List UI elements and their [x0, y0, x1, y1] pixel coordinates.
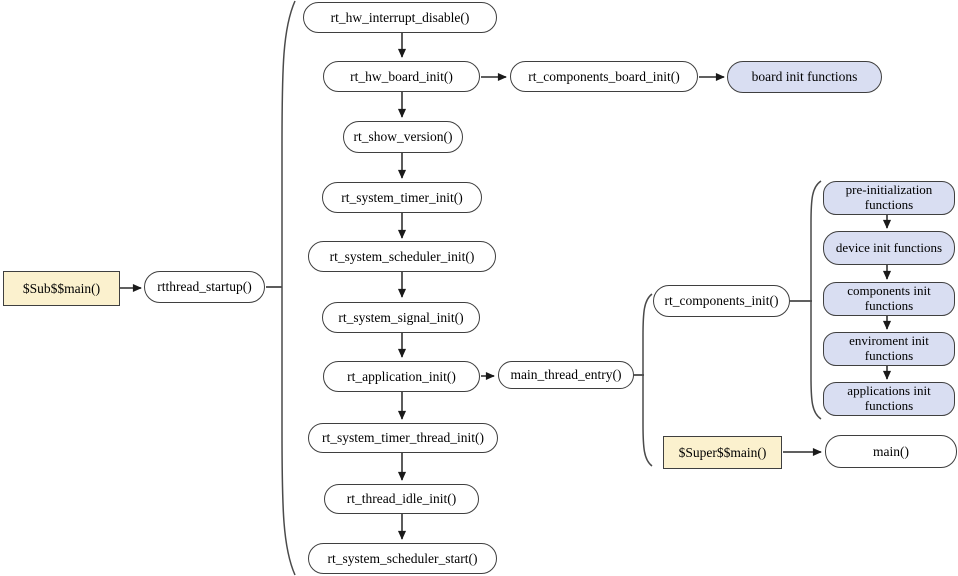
- node-device-init-functions: device init functions: [823, 231, 955, 265]
- plain-connectors: [266, 286, 812, 376]
- node-main-thread-entry: main_thread_entry(): [498, 361, 634, 389]
- node-rtthread-startup: rtthread_startup(): [144, 271, 265, 303]
- brace-components-init-list: [810, 180, 822, 420]
- node-components-board-init: rt_components_board_init(): [510, 61, 698, 92]
- horizontal-arrows: [120, 72, 822, 457]
- node-main: main(): [825, 435, 957, 468]
- node-applications-init-functions: applications init functions: [823, 382, 955, 416]
- node-system-timer-init: rt_system_timer_init(): [322, 182, 482, 213]
- node-board-init-functions: board init functions: [727, 61, 882, 93]
- node-system-timer-thread-init: rt_system_timer_thread_init(): [308, 423, 498, 453]
- brace-main-thread-branch: [642, 293, 653, 467]
- node-system-signal-init: rt_system_signal_init(): [322, 302, 480, 333]
- node-system-scheduler-start: rt_system_scheduler_start(): [308, 543, 497, 574]
- node-environment-init-functions: enviroment init functions: [823, 332, 955, 366]
- node-super-main: $Super$$main(): [663, 436, 782, 469]
- node-components-init-functions: components init functions: [823, 282, 955, 316]
- node-sub-main: $Sub$$main(): [3, 271, 120, 306]
- node-show-version: rt_show_version(): [343, 121, 463, 153]
- brace-startup-steps: [281, 0, 296, 576]
- node-hw-board-init: rt_hw_board_init(): [323, 61, 480, 92]
- node-application-init: rt_application_init(): [323, 361, 480, 392]
- node-pre-init-functions: pre-initialization functions: [823, 181, 955, 215]
- node-thread-idle-init: rt_thread_idle_init(): [324, 484, 479, 514]
- node-system-scheduler-init: rt_system_scheduler_init(): [308, 241, 496, 272]
- node-components-init: rt_components_init(): [653, 285, 790, 317]
- node-hw-interrupt-disable: rt_hw_interrupt_disable(): [303, 2, 497, 33]
